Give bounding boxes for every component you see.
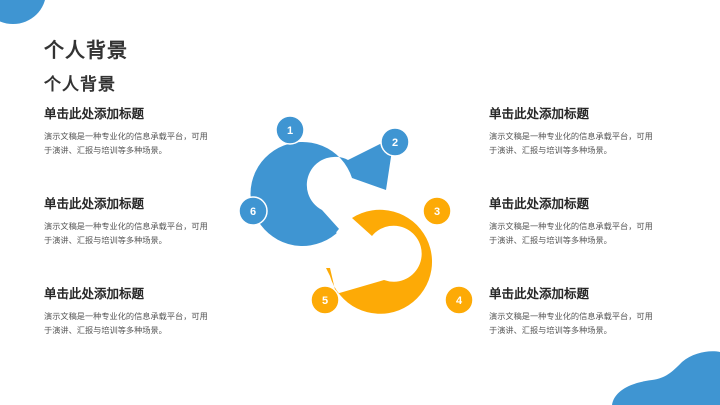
block-description[interactable]: 演示文稿是一种专业化的信息承载平台，可用于演讲、汇报与培训等多种场景。 <box>44 311 208 335</box>
orange-cycle-arrow <box>326 209 433 314</box>
block-heading[interactable]: 单击此处添加标题 <box>44 106 145 121</box>
marker-5[interactable]: 5 <box>310 285 340 315</box>
block-description[interactable]: 演示文稿是一种专业化的信息承载平台，可用于演讲、汇报与培训等多种场景。 <box>44 131 208 155</box>
text-block-5: 单击此处添加标题 演示文稿是一种专业化的信息承载平台，可用于演讲、汇报与培训等多… <box>489 193 674 247</box>
block-heading[interactable]: 单击此处添加标题 <box>44 196 145 211</box>
block-description[interactable]: 演示文稿是一种专业化的信息承载平台，可用于演讲、汇报与培训等多种场景。 <box>489 311 653 335</box>
text-block-2: 单击此处添加标题 演示文稿是一种专业化的信息承载平台，可用于演讲、汇报与培训等多… <box>44 193 229 247</box>
text-block-3: 单击此处添加标题 演示文稿是一种专业化的信息承载平台，可用于演讲、汇报与培训等多… <box>44 283 229 337</box>
block-heading[interactable]: 单击此处添加标题 <box>489 196 590 211</box>
marker-6[interactable]: 6 <box>238 196 268 226</box>
page-title: 个人背景 <box>44 38 128 62</box>
text-block-4: 单击此处添加标题 演示文稿是一种专业化的信息承载平台，可用于演讲、汇报与培训等多… <box>489 103 674 157</box>
marker-1[interactable]: 1 <box>275 115 305 145</box>
svg-text:6: 6 <box>250 206 256 218</box>
block-heading[interactable]: 单击此处添加标题 <box>44 286 145 301</box>
section-subtitle: 个人背景 <box>44 75 116 95</box>
block-heading[interactable]: 单击此处添加标题 <box>489 286 590 301</box>
ring-divider <box>336 220 350 236</box>
text-block-1: 单击此处添加标题 演示文稿是一种专业化的信息承载平台，可用于演讲、汇报与培训等多… <box>44 103 229 157</box>
svg-text:3: 3 <box>434 206 440 218</box>
svg-text:1: 1 <box>287 125 293 137</box>
marker-2[interactable]: 2 <box>380 127 410 157</box>
svg-text:2: 2 <box>392 137 398 149</box>
block-description[interactable]: 演示文稿是一种专业化的信息承载平台，可用于演讲、汇报与培训等多种场景。 <box>489 131 653 155</box>
blue-cycle-arrow <box>250 137 394 246</box>
svg-text:5: 5 <box>322 295 328 307</box>
text-block-6: 单击此处添加标题 演示文稿是一种专业化的信息承载平台，可用于演讲、汇报与培训等多… <box>489 283 674 337</box>
block-description[interactable]: 演示文稿是一种专业化的信息承载平台，可用于演讲、汇报与培训等多种场景。 <box>489 221 653 245</box>
marker-4[interactable]: 4 <box>444 285 474 315</box>
marker-3[interactable]: 3 <box>422 196 452 226</box>
svg-text:4: 4 <box>456 295 463 307</box>
block-description[interactable]: 演示文稿是一种专业化的信息承载平台，可用于演讲、汇报与培训等多种场景。 <box>44 221 208 245</box>
block-heading[interactable]: 单击此处添加标题 <box>489 106 590 121</box>
